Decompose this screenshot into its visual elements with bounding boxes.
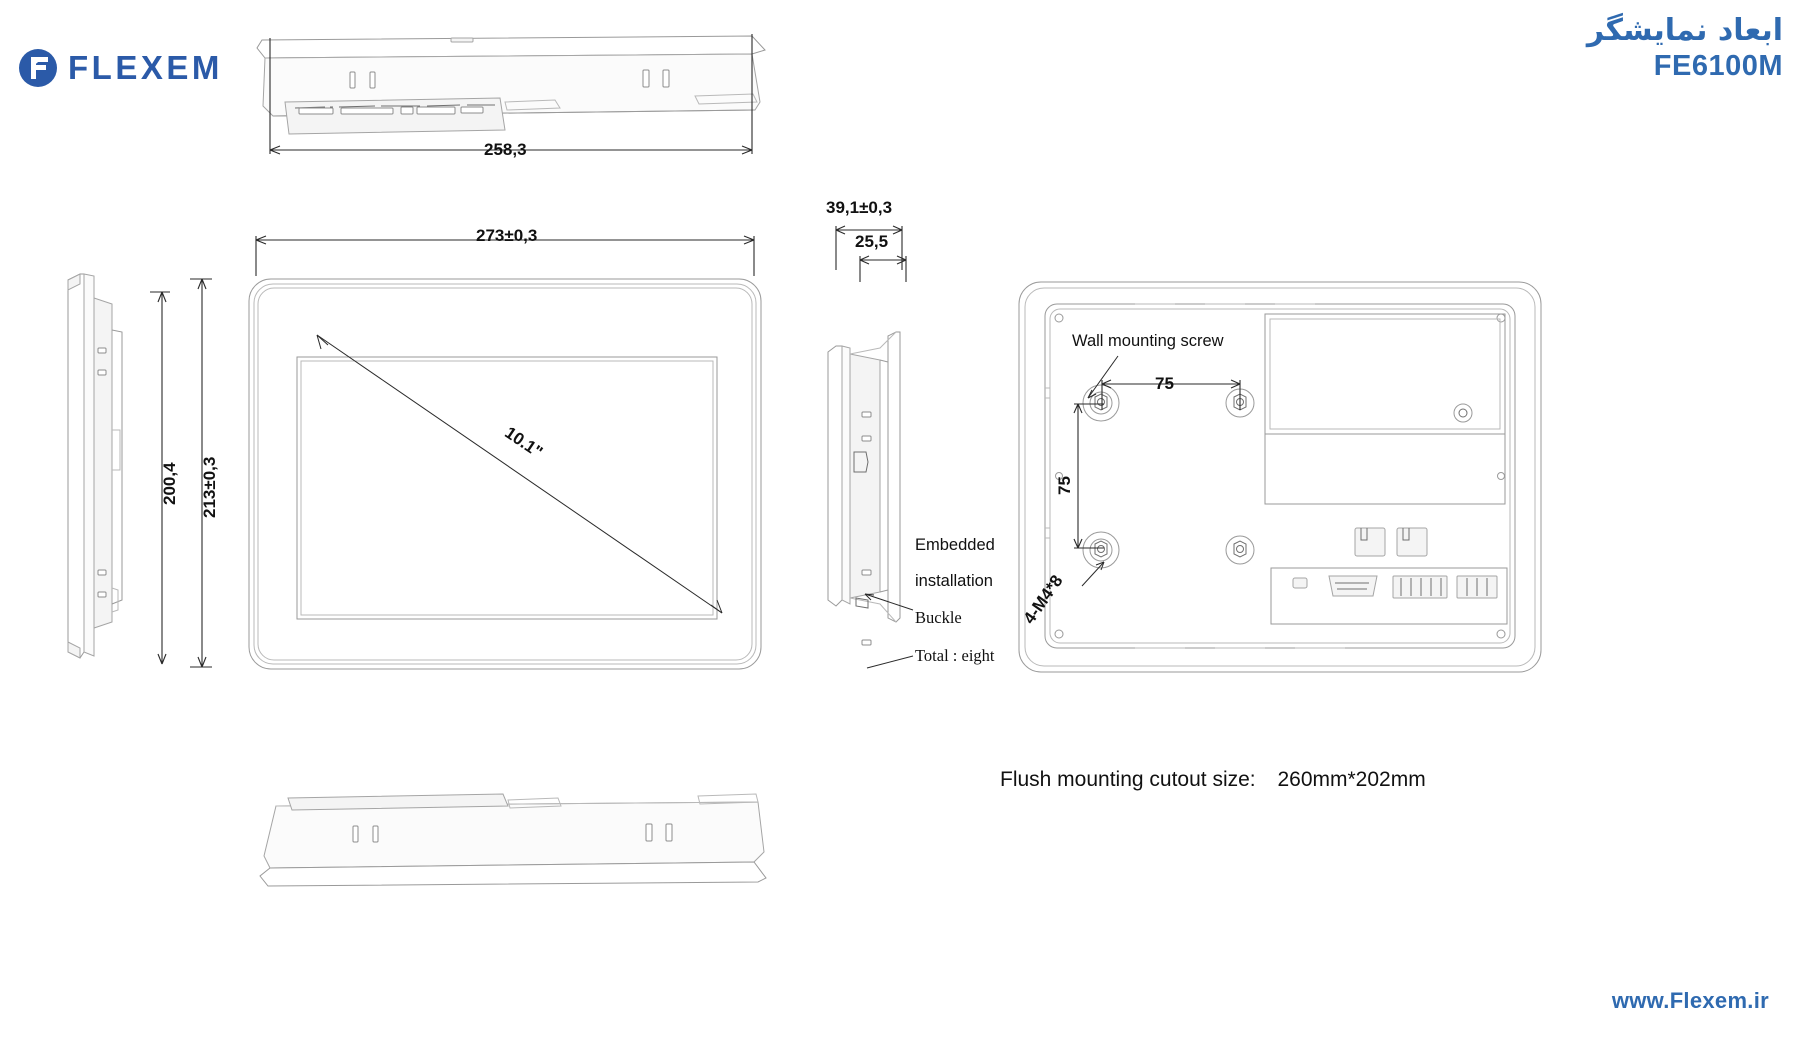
- title-block: ابعاد نمایشگر FE6100M: [1586, 13, 1783, 82]
- flexem-logo: FLEXEM: [18, 46, 258, 90]
- dim-25-5: [856, 248, 912, 288]
- top-view-width-label: 258,3: [484, 140, 527, 159]
- annotation-total-eight: Total : eight: [915, 646, 995, 665]
- side-view-total-depth-label: 39,1±0,3: [826, 198, 893, 217]
- rear-view-vertical-spacing-label: 75: [1055, 476, 1074, 495]
- flexem-wordmark: FLEXEM: [68, 49, 223, 86]
- side-view: [818, 270, 918, 670]
- flush-mounting-label: Flush mounting cutout size:: [1000, 768, 1256, 791]
- dim-213: [190, 273, 214, 673]
- page-title-persian: ابعاد نمایشگر: [1586, 13, 1783, 48]
- wall-mounting-screw-label: Wall mounting screw: [1072, 332, 1224, 350]
- total-leader-line: [855, 648, 919, 672]
- flush-mounting-value: 260mm*202mm: [1277, 768, 1426, 791]
- front-view-width-label: 273±0,3: [476, 226, 538, 245]
- dim-75-horizontal: [1096, 372, 1256, 414]
- front-view: [245, 275, 765, 675]
- dim-273: [250, 228, 760, 282]
- annotation-buckle: Buckle: [915, 608, 962, 627]
- front-view-outer-height-label: 213±0,3: [200, 456, 219, 518]
- front-view-inner-height-label: 200,4: [160, 462, 179, 505]
- top-view: [255, 28, 775, 138]
- wall-mounting-leader-line: [1076, 352, 1126, 410]
- bottom-view: [258, 790, 778, 890]
- dim-39-1: [832, 216, 908, 276]
- dim-75-vertical: [1066, 398, 1110, 558]
- flush-mounting-note: Flush mounting cutout size: 260mm*202mm: [1000, 768, 1426, 792]
- thread-leader-line: [1078, 552, 1118, 592]
- product-model: FE6100M: [1653, 49, 1783, 82]
- side-view-body-depth-label: 25,5: [855, 232, 889, 251]
- buckle-leader-line: [855, 588, 919, 614]
- annotation-embedded: Embedded: [915, 536, 995, 554]
- left-side-view: [60, 270, 150, 670]
- website-link[interactable]: www.Flexem.ir: [1611, 988, 1769, 1013]
- rear-view-horizontal-spacing-label: 75: [1155, 374, 1174, 393]
- annotation-installation: installation: [915, 572, 993, 590]
- flexem-circle-f-logo: [18, 48, 58, 88]
- dim-200-4: [150, 288, 174, 668]
- top-view-dim-extension: [265, 32, 765, 162]
